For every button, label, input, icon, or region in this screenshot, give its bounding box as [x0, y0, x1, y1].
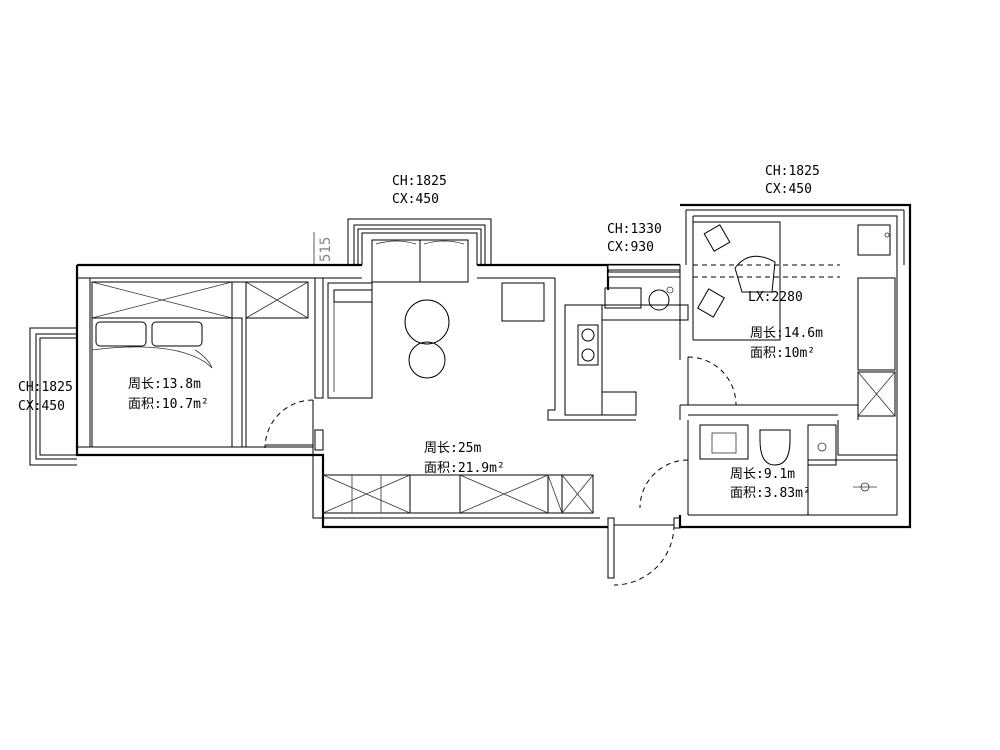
bathroom-perimeter: 周长:9.1m: [730, 467, 795, 482]
living-label: 周长:25m 面积:21.9m²: [424, 441, 505, 476]
window-kitchen: [607, 264, 681, 278]
study-label: 周长:14.6m 面积:10m²: [750, 326, 823, 361]
living-area: 面积:21.9m²: [424, 461, 505, 476]
lx-label: LX:2280: [748, 290, 803, 305]
bedroom-window-label: CH:1825 CX:450: [18, 380, 73, 414]
bathroom-label: 周长:9.1m 面积:3.83m²: [730, 467, 811, 501]
bed: [91, 317, 243, 448]
study-window-cx: CX:450: [765, 182, 812, 197]
entry-door: [613, 524, 675, 586]
living-window-label: CH:1825 CX:450: [392, 174, 447, 207]
bedroom-window-cx: CX:450: [18, 399, 65, 414]
window-study: [685, 209, 905, 265]
kitchen-window-label: CH:1330 CX:930: [607, 222, 662, 255]
bedroom-label: 周长:13.8m 面积:10.7m²: [128, 377, 209, 412]
bath-door: [639, 459, 689, 509]
kitchen-window-cx: CX:930: [607, 240, 654, 255]
study-window-label: CH:1825 CX:450: [765, 164, 820, 197]
dimension-515: 515: [318, 237, 334, 262]
round-tables: [404, 299, 450, 379]
bedroom-window-ch: CH:1825: [18, 380, 73, 395]
bay-window-bedroom: [29, 327, 77, 466]
living-window-cx: CX:450: [392, 192, 439, 207]
living-perimeter: 周长:25m: [424, 441, 481, 456]
exterior-walls: [75, 203, 912, 579]
armchairs: [371, 239, 469, 283]
bay-window-living: [347, 218, 492, 266]
study-desk: [693, 221, 896, 417]
side-table: [501, 282, 545, 322]
bathroom-area: 面积:3.83m²: [730, 486, 811, 501]
study-door: [687, 356, 737, 406]
study-window-ch: CH:1825: [765, 164, 820, 179]
bedroom-wardrobe: [91, 281, 309, 448]
kitchen-window-ch: CH:1330: [607, 222, 662, 237]
bathroom-fixtures: [699, 424, 898, 516]
kitchen-counter: [564, 286, 689, 416]
bedroom-area: 面积:10.7m²: [128, 397, 209, 412]
study-perimeter: 周长:14.6m: [750, 326, 823, 341]
tv-cabinet: [322, 474, 594, 514]
living-window-ch: CH:1825: [392, 174, 447, 189]
sofa: [327, 282, 373, 399]
bedroom-perimeter: 周长:13.8m: [128, 377, 201, 392]
bedroom-door: [264, 399, 314, 449]
study-area: 面积:10m²: [750, 346, 815, 361]
